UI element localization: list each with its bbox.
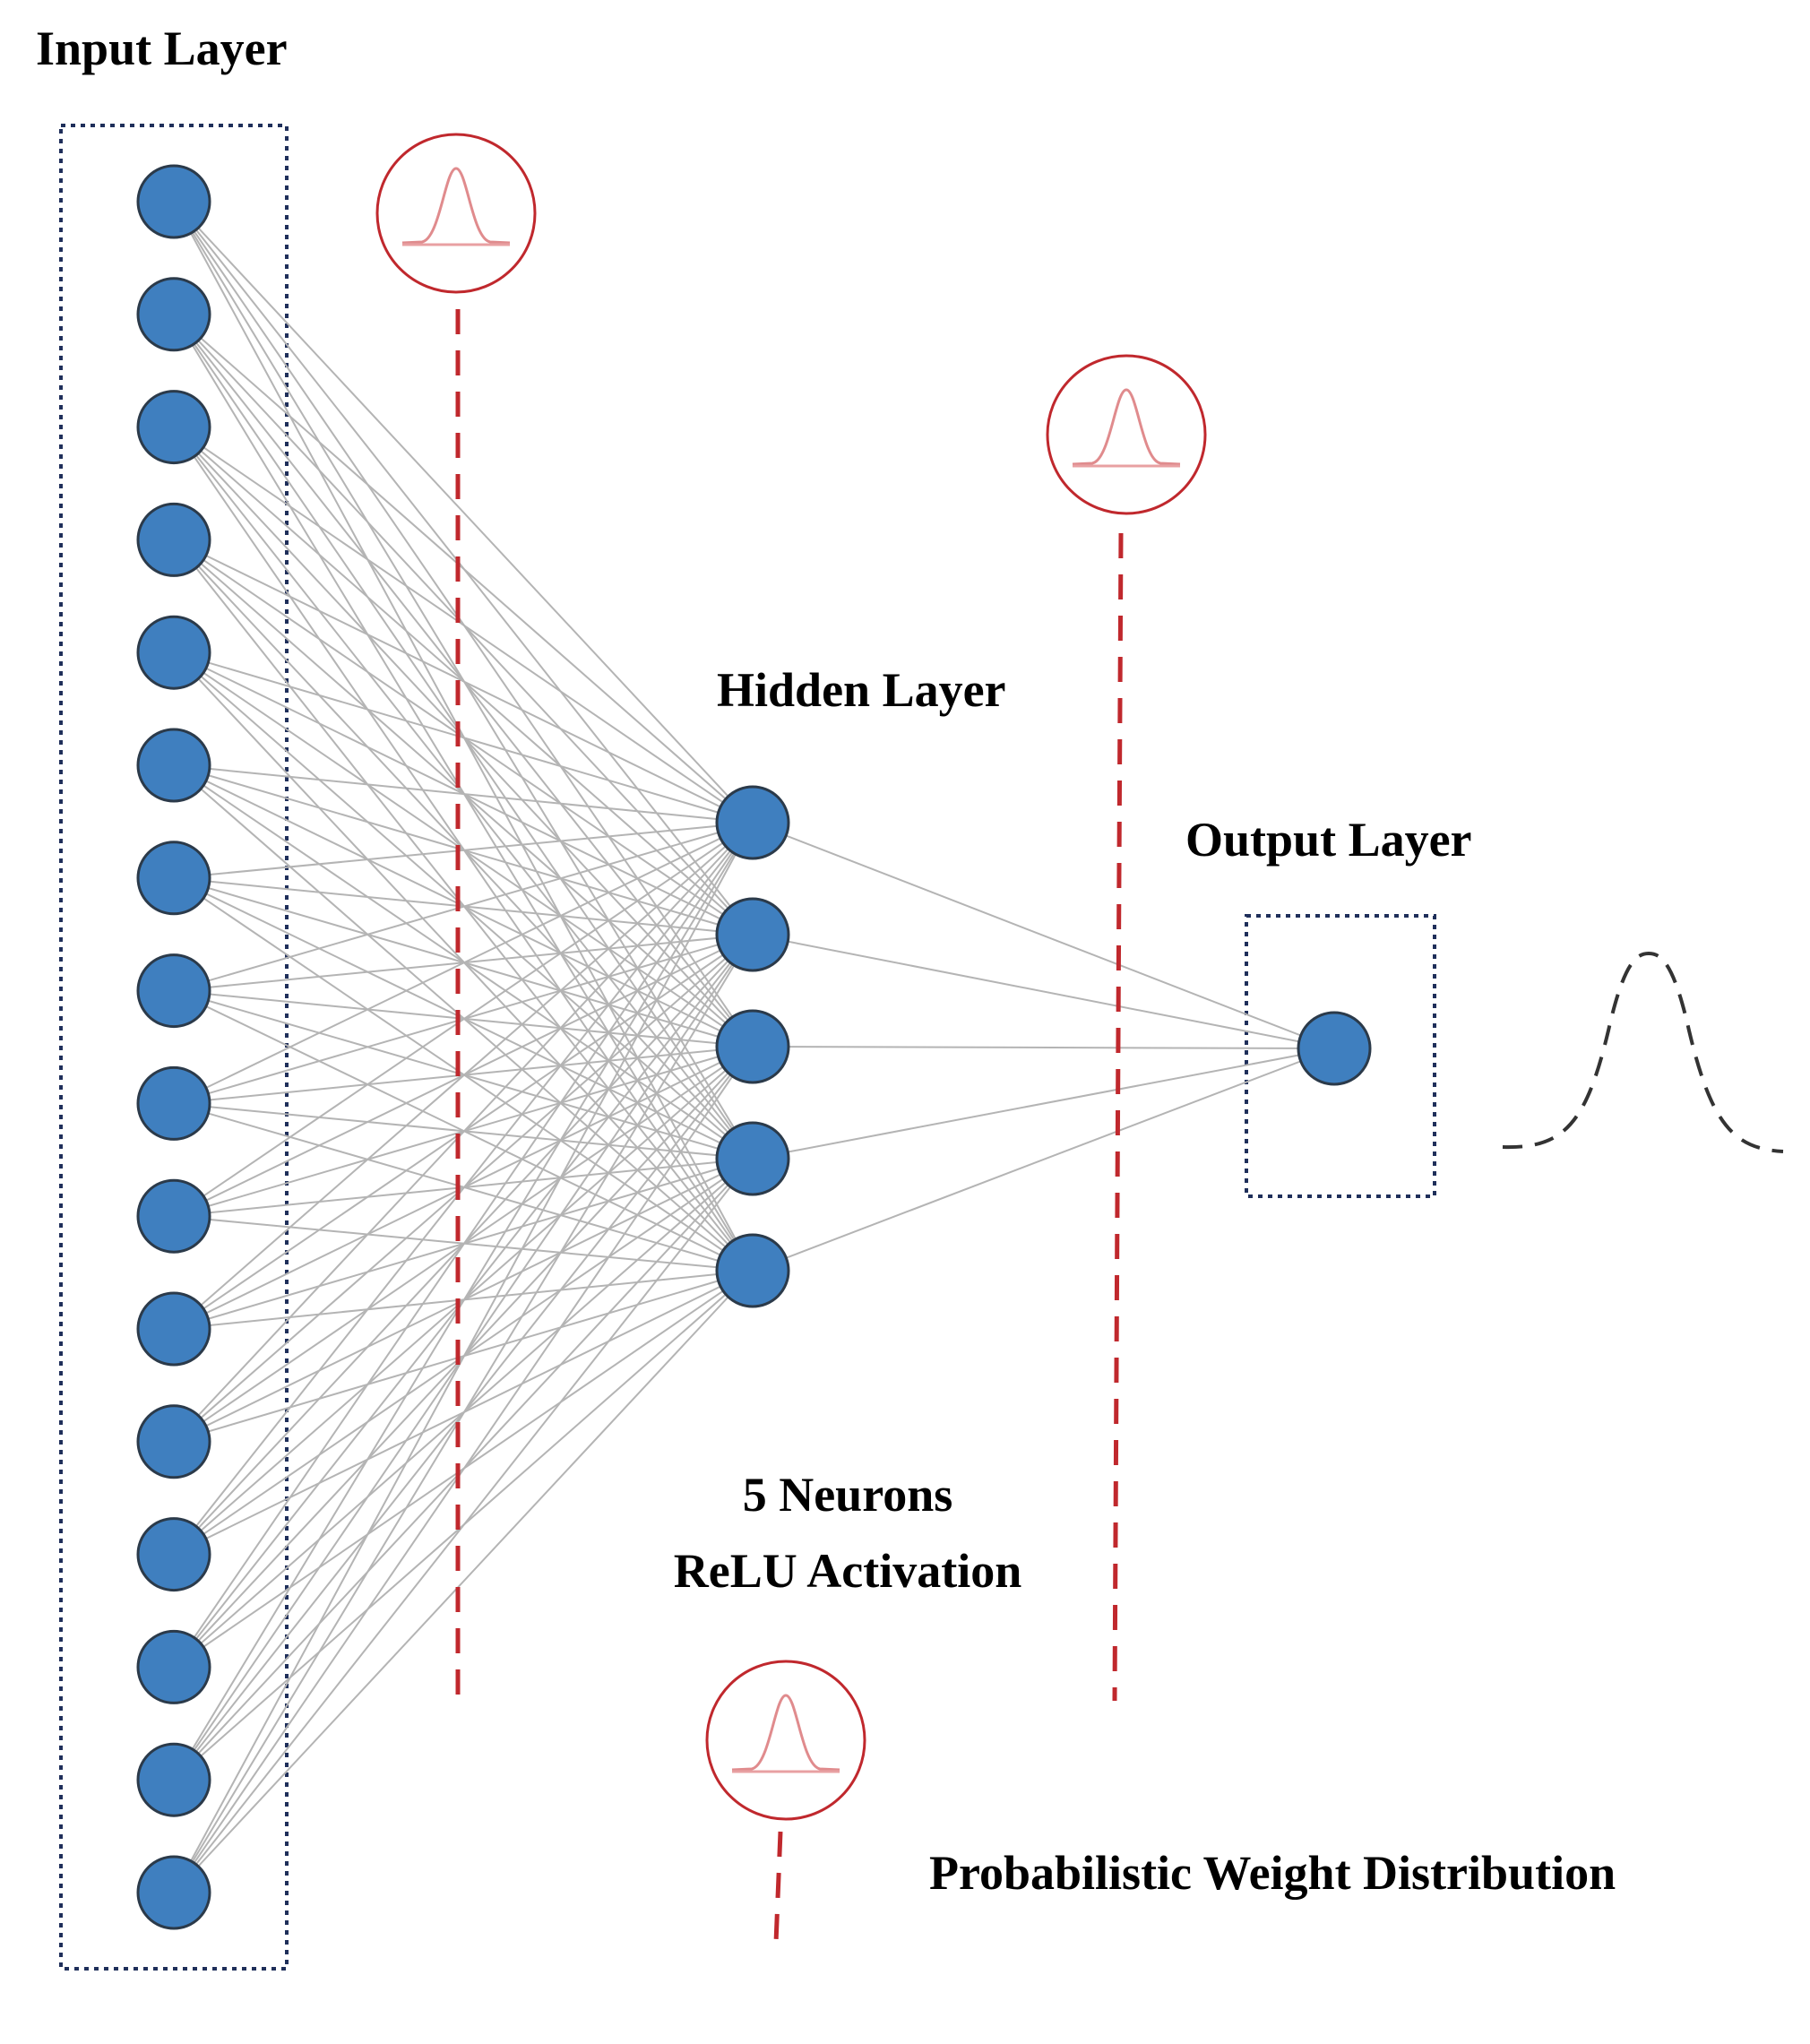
input-layer-box xyxy=(59,124,289,1971)
output-layer-label: Output Layer xyxy=(1185,813,1472,867)
hidden-output-connection xyxy=(752,1048,1335,1272)
input-hidden-connection xyxy=(173,822,754,879)
input-hidden-connection xyxy=(173,539,754,824)
input-hidden-connection xyxy=(173,822,754,1105)
input-hidden-connection xyxy=(173,822,754,1893)
input-neuron xyxy=(136,615,211,690)
input-hidden-connection xyxy=(173,201,754,824)
input-neuron xyxy=(136,953,211,1029)
input-hidden-connection xyxy=(173,822,754,1330)
input-hidden-connection xyxy=(173,934,754,1893)
hidden-neuron xyxy=(715,785,790,860)
input-neuron xyxy=(136,841,211,916)
probabilistic-weight-distribution-label: Probabilistic Weight Distribution xyxy=(929,1846,1616,1900)
hidden-output-connection xyxy=(752,1046,1335,1049)
input-hidden-connection xyxy=(173,822,754,1668)
input-neuron xyxy=(136,1404,211,1479)
output-distribution-curve-icon xyxy=(1502,951,1784,1153)
gaussian-icon-hidden-output xyxy=(1046,354,1207,515)
hidden-output-connection xyxy=(752,934,1335,1049)
output-neuron xyxy=(1297,1011,1372,1086)
input-neuron xyxy=(136,1629,211,1704)
input-hidden-connection xyxy=(173,822,754,1218)
input-neuron xyxy=(136,502,211,577)
hidden-activation-label: ReLU Activation xyxy=(674,1544,1021,1598)
hidden-layer-label: Hidden Layer xyxy=(717,663,1006,717)
input-neuron xyxy=(136,277,211,352)
gaussian-icon-legend xyxy=(705,1660,866,1821)
input-hidden-connection xyxy=(173,822,754,1443)
input-neuron xyxy=(136,1855,211,1930)
gaussian-icon-input-hidden xyxy=(375,133,537,294)
hidden-neuron xyxy=(715,897,790,972)
input-neuron xyxy=(136,1178,211,1254)
hidden-neuron xyxy=(715,1009,790,1084)
input-hidden-connection xyxy=(173,1046,754,1893)
input-neuron xyxy=(136,164,211,239)
input-hidden-connection xyxy=(173,314,754,824)
output-layer-box xyxy=(1245,914,1436,1198)
hidden-neurons-count-label: 5 Neurons xyxy=(743,1468,953,1522)
input-neuron xyxy=(136,1517,211,1592)
input-hidden-connection xyxy=(173,822,754,1781)
input-neuron xyxy=(136,1742,211,1817)
input-hidden-connection xyxy=(173,822,754,992)
weight-distribution-line-hidden-output xyxy=(1112,532,1124,1702)
input-neuron xyxy=(136,390,211,465)
hidden-output-connection xyxy=(752,1048,1335,1160)
input-layer-label: Input Layer xyxy=(36,22,288,75)
input-hidden-connection xyxy=(173,822,754,1556)
input-hidden-connection xyxy=(173,764,754,824)
hidden-neuron xyxy=(715,1233,790,1308)
input-hidden-connection xyxy=(173,1158,754,1893)
input-hidden-connection xyxy=(173,426,754,824)
connections-group xyxy=(173,201,1335,1893)
input-neuron xyxy=(136,1291,211,1367)
input-neuron xyxy=(136,728,211,803)
neurons-group xyxy=(136,164,1372,1930)
hidden-output-connection xyxy=(752,822,1335,1049)
legend-distribution-line xyxy=(773,1831,783,1944)
input-hidden-connection xyxy=(173,651,754,824)
hidden-neuron xyxy=(715,1121,790,1196)
input-neuron xyxy=(136,1065,211,1141)
input-hidden-connection xyxy=(173,1270,754,1893)
